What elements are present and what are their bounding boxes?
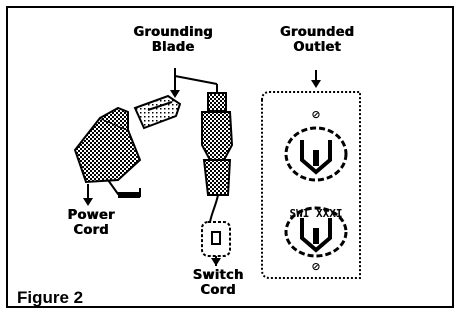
- grounding-blade-label: Grounding Blade: [133, 25, 213, 55]
- figure-caption: Figure 2: [17, 288, 84, 307]
- outlet-plate-text: SWI XXXI: [289, 207, 343, 220]
- switch-cord-label: Switch Cord: [192, 268, 244, 298]
- power-cord-arrow: [83, 198, 93, 206]
- grounded-outlet: ⊘ ⊘: [261, 91, 361, 279]
- svg-text:⊘: ⊘: [311, 260, 320, 273]
- switch-cord-plug: [201, 92, 234, 266]
- switch-cord-arrow: [211, 258, 221, 266]
- svg-text:⊘: ⊘: [311, 108, 320, 121]
- grounding-blade-arrow-left: [170, 90, 180, 98]
- power-cord-plug: [73, 94, 182, 198]
- grounding-blade-pointer: [174, 68, 218, 93]
- power-cord-label: Power Cord: [67, 208, 115, 238]
- outlet-arrow: [311, 80, 321, 88]
- grounded-outlet-label: Grounded Outlet: [279, 25, 355, 55]
